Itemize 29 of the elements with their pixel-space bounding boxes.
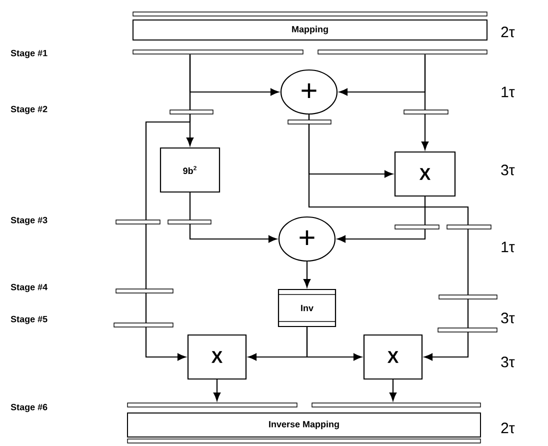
function-box: 9b$^{2}$ bbox=[160, 147, 220, 193]
arrow bbox=[189, 192, 277, 243]
stage-label: Stage #1 bbox=[10, 50, 48, 58]
arrow bbox=[303, 262, 311, 288]
arrow bbox=[213, 380, 221, 401]
function-box: X bbox=[363, 334, 423, 380]
delay-label: 1τ bbox=[502, 242, 515, 252]
stage-label: Stage #5 bbox=[10, 316, 48, 324]
arrow bbox=[145, 54, 191, 361]
arrow bbox=[421, 54, 429, 150]
function-box: X bbox=[187, 334, 247, 380]
stage-label: Stage #4 bbox=[10, 284, 48, 292]
delay-label: 1τ bbox=[502, 86, 515, 98]
function-box: X bbox=[394, 151, 456, 197]
delay-label: 2τ bbox=[501, 26, 515, 38]
mapping-box: Inverse Mapping bbox=[127, 402, 481, 444]
mapping-box: Mapping bbox=[132, 12, 488, 54]
arrow bbox=[306, 327, 362, 361]
function-box: Inv bbox=[278, 288, 336, 328]
delay-label: 3τ bbox=[501, 312, 515, 324]
delay-label: 3τ bbox=[501, 356, 515, 368]
arrow bbox=[389, 380, 397, 401]
stage-label: Stage #2 bbox=[10, 106, 48, 114]
stage-label: Stage #6 bbox=[10, 404, 48, 412]
arrow bbox=[308, 114, 469, 361]
delay-label: 2τ bbox=[501, 422, 515, 434]
arrow bbox=[337, 196, 426, 243]
delay-label: 3τ bbox=[501, 164, 515, 176]
stage-label: Stage #3 bbox=[10, 216, 48, 226]
